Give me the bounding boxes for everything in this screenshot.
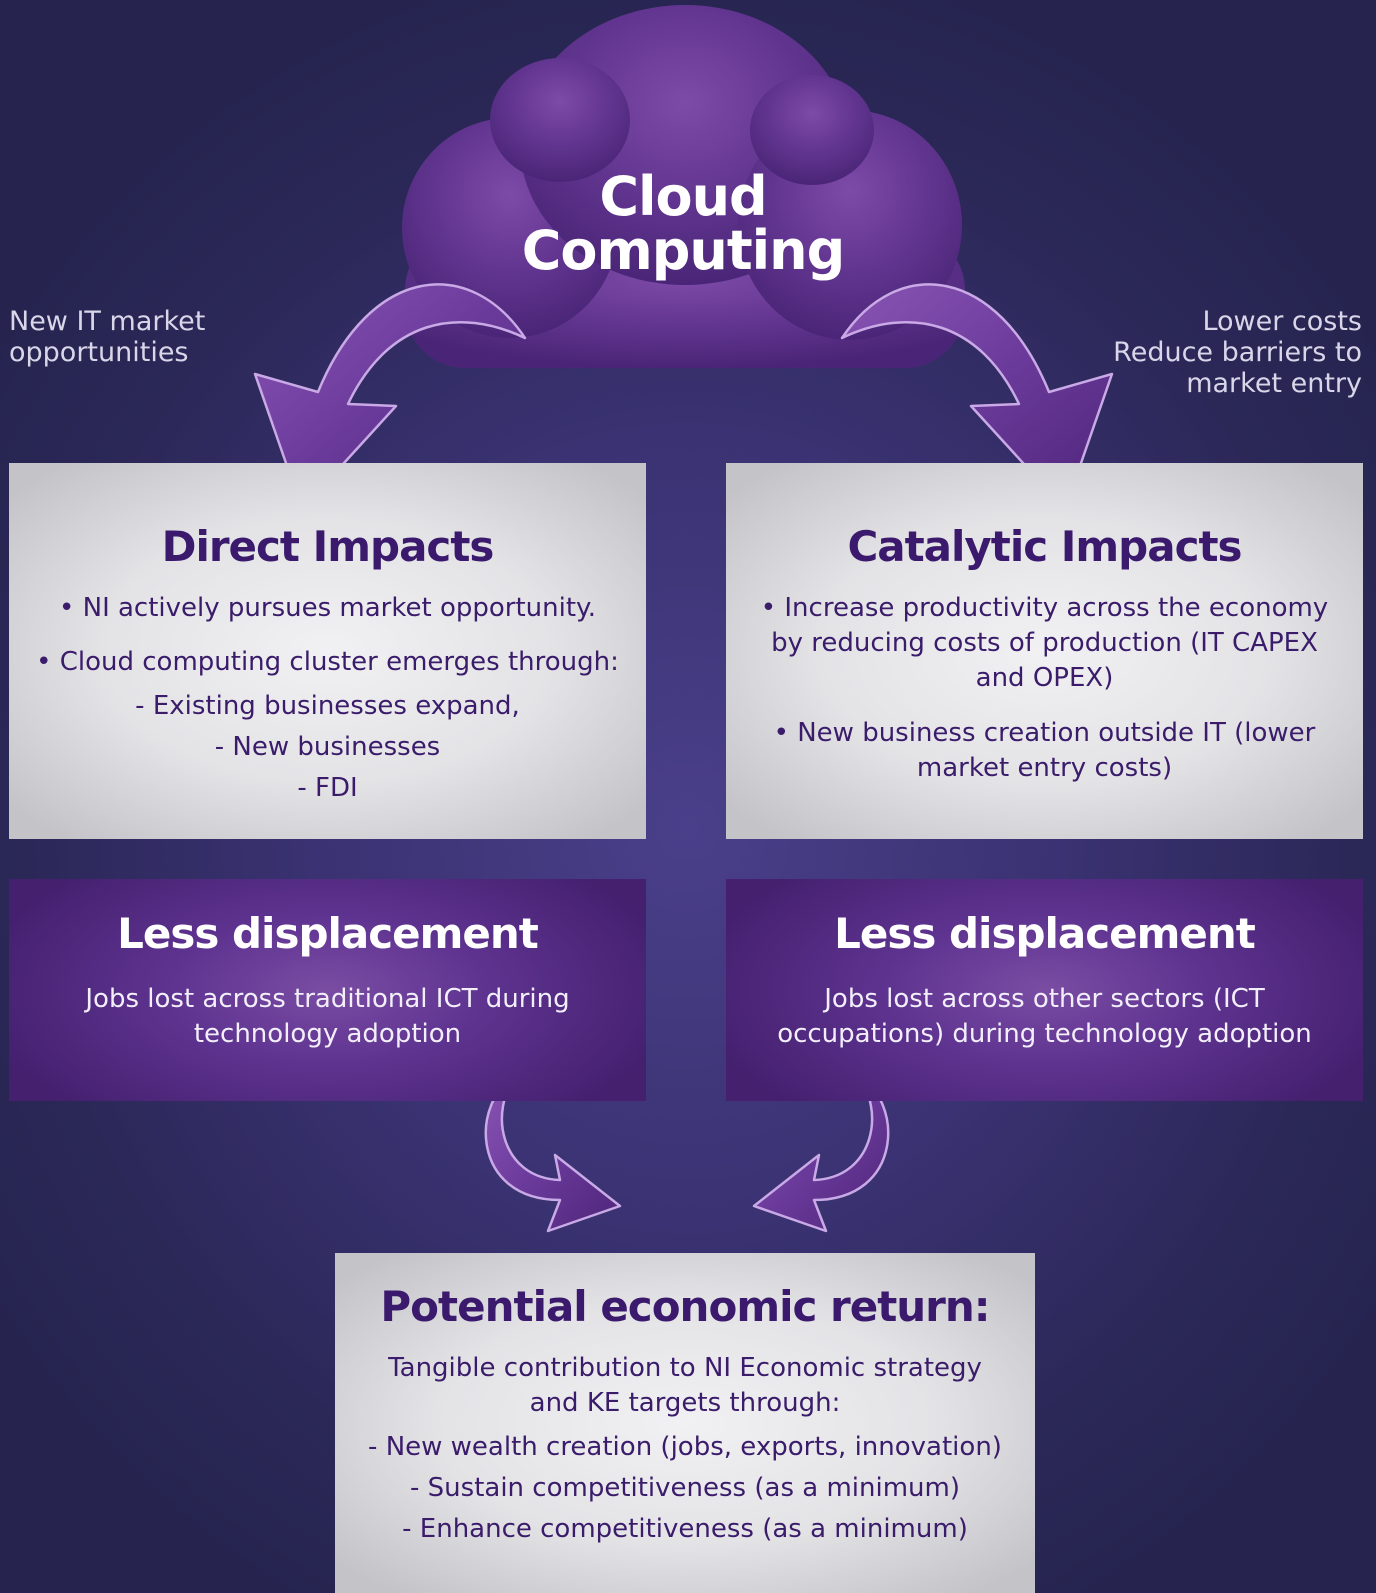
label-left-line: New IT market xyxy=(9,306,206,337)
cloud-title: Cloud Computing xyxy=(488,170,878,278)
arrow-cloud-to-catalytic xyxy=(840,283,1114,511)
arrow-cloud-to-direct xyxy=(253,283,527,511)
label-lower-costs: Lower costs Reduce barriers to market en… xyxy=(1060,306,1362,399)
catalytic-impacts-title: Catalytic Impacts xyxy=(847,522,1242,571)
catalytic-impacts-box: Catalytic Impacts • Increase productivit… xyxy=(726,463,1363,839)
catalytic-impacts-line: • Increase productivity across the econo… xyxy=(760,593,1329,623)
catalytic-impacts-line: and OPEX) xyxy=(975,663,1114,693)
displacement-right-line: Jobs lost across other sectors (ICT xyxy=(824,984,1265,1014)
catalytic-impacts-line: • New business creation outside IT (lowe… xyxy=(773,718,1316,748)
displacement-right-box: Less displacement Jobs lost across other… xyxy=(726,879,1363,1101)
cloud-title-line-1: Cloud xyxy=(599,165,767,228)
displacement-right-title: Less displacement xyxy=(834,909,1256,958)
catalytic-impacts-line: market entry costs) xyxy=(916,753,1173,783)
direct-impacts-line: - New businesses xyxy=(214,732,441,762)
displacement-left-line: technology adoption xyxy=(193,1019,462,1049)
arrow-displacement-right-to-return xyxy=(752,1073,890,1233)
displacement-left-title: Less displacement xyxy=(117,909,539,958)
direct-impacts-line: • NI actively pursues market opportunity… xyxy=(59,593,596,623)
direct-impacts-line: - FDI xyxy=(297,773,358,803)
economic-return-line: - Sustain competitiveness (as a minimum) xyxy=(410,1473,960,1503)
economic-return-line: Tangible contribution to NI Economic str… xyxy=(388,1353,982,1383)
label-right-line: Reduce barriers to xyxy=(1113,337,1362,368)
label-right-line: Lower costs xyxy=(1202,306,1362,337)
displacement-right-line: occupations) during technology adoption xyxy=(777,1019,1312,1049)
displacement-left-line: Jobs lost across traditional ICT during xyxy=(85,984,570,1014)
cloud-title-line-2: Computing xyxy=(521,219,846,282)
direct-impacts-line: • Cloud computing cluster emerges throug… xyxy=(36,647,619,677)
economic-return-line: and KE targets through: xyxy=(529,1388,841,1418)
economic-return-title: Potential economic return: xyxy=(380,1282,990,1331)
direct-impacts-box: Direct Impacts • NI actively pursues mar… xyxy=(9,463,646,839)
label-right-line: market entry xyxy=(1186,368,1362,399)
displacement-left-box: Less displacement Jobs lost across tradi… xyxy=(9,879,646,1101)
catalytic-impacts-line: by reducing costs of production (IT CAPE… xyxy=(771,628,1318,658)
direct-impacts-line: - Existing businesses expand, xyxy=(135,691,520,721)
economic-return-box: Potential economic return: Tangible cont… xyxy=(335,1253,1035,1593)
arrow-displacement-left-to-return xyxy=(484,1073,622,1233)
label-new-it-market: New IT market opportunities xyxy=(9,306,309,368)
economic-return-line: - New wealth creation (jobs, exports, in… xyxy=(368,1432,1002,1462)
direct-impacts-title: Direct Impacts xyxy=(161,522,495,571)
economic-return-line: - Enhance competitiveness (as a minimum) xyxy=(402,1514,968,1544)
label-left-line: opportunities xyxy=(9,337,189,368)
